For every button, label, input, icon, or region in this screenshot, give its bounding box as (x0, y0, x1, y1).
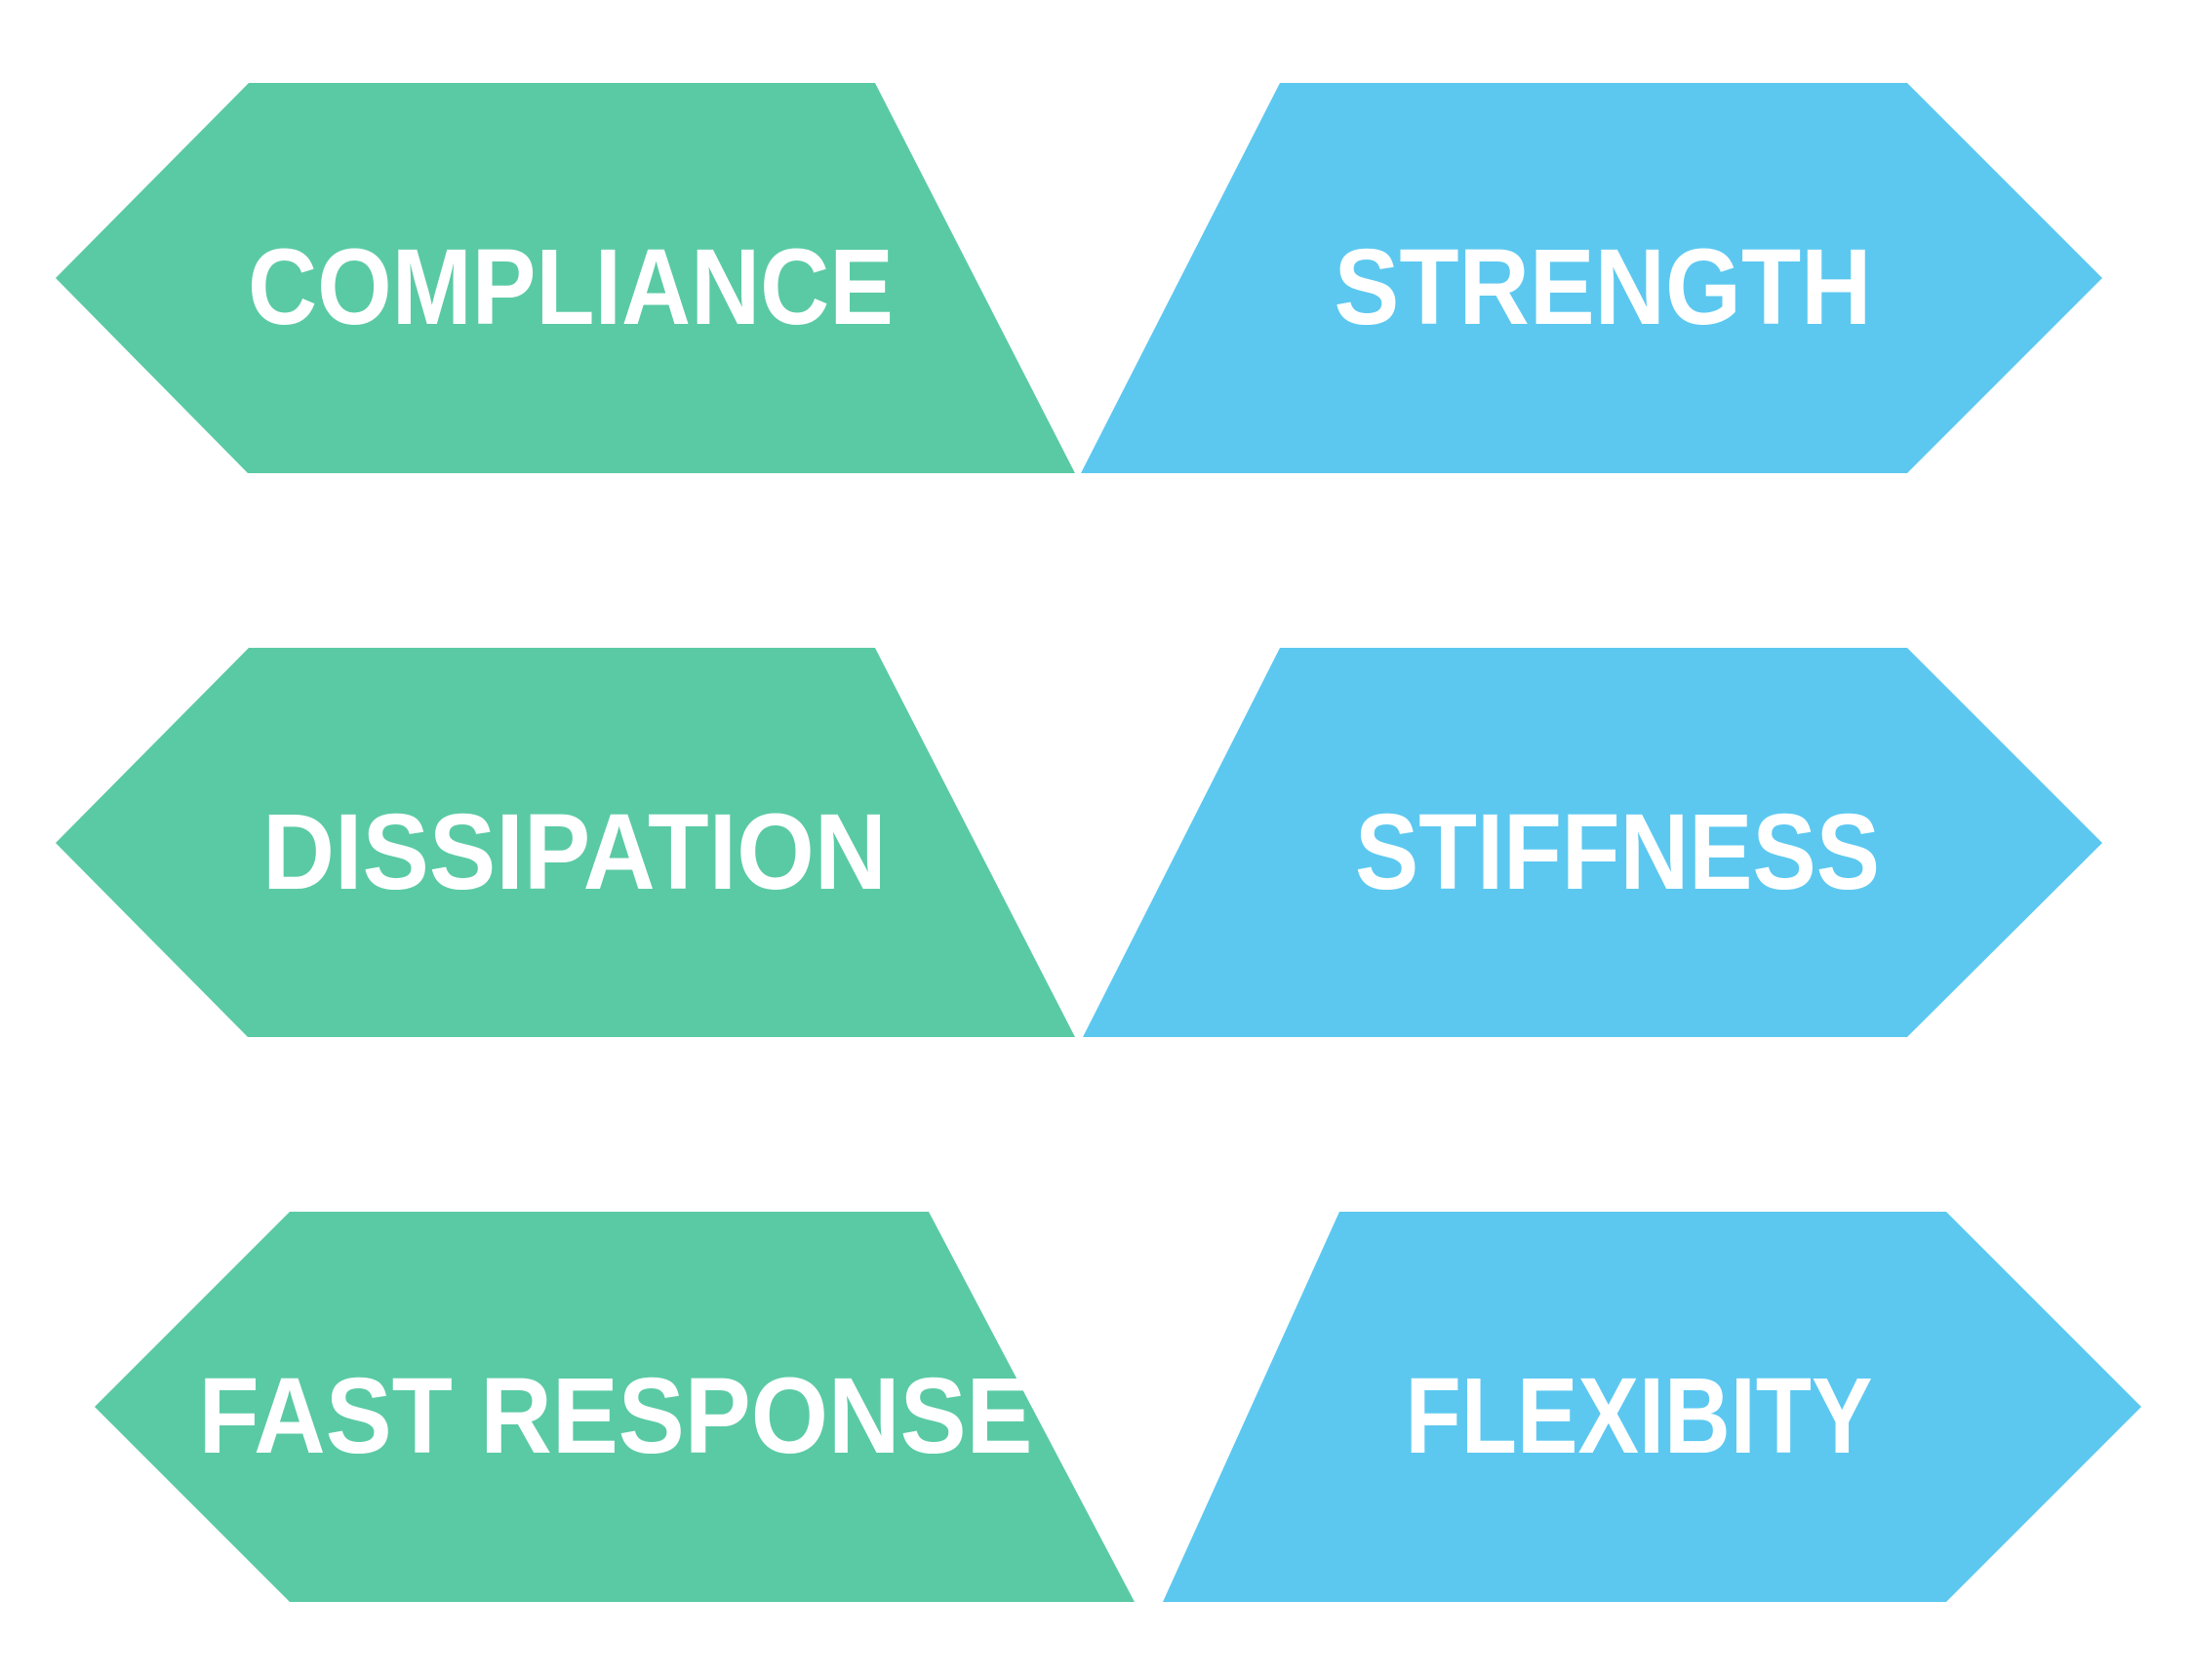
row3-right-banner-shape (1163, 1212, 2141, 1602)
row1-left-banner-label: COMPLIANCE (248, 227, 894, 347)
row2-right-banner-shape (1083, 648, 2102, 1037)
row3-right-banner-label: FLEXIBITY (1406, 1356, 1873, 1476)
row3-left-banner-shape (95, 1212, 1135, 1602)
row2-left-banner-label: DISSIPATION (262, 792, 887, 912)
row1-right-banner-label: STRENGTH (1335, 227, 1872, 347)
row2-right-banner-label: STIFFNESS (1355, 792, 1880, 912)
row3-left-banner-label: FAST RESPONSE (199, 1356, 1033, 1476)
row1-left-banner-shape (56, 83, 1075, 473)
row1-right-banner-shape (1081, 83, 2102, 473)
row2-left-banner-shape (56, 648, 1075, 1037)
